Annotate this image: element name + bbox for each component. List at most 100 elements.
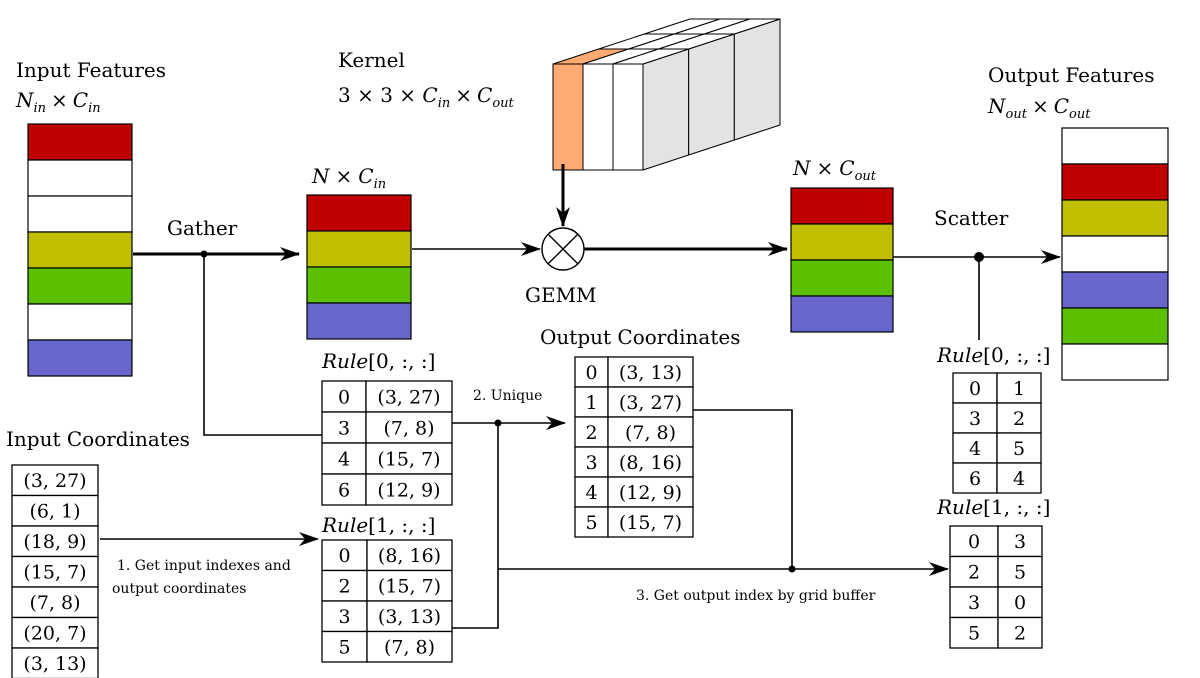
table-cell-text: 5 <box>968 623 980 645</box>
table-cell <box>607 506 694 538</box>
table-cell-text: (8, 16) <box>619 452 682 474</box>
feature-row-red <box>790 187 894 225</box>
feature-row-green <box>306 266 412 304</box>
table-cell-text: (15, 7) <box>23 562 86 584</box>
feature-row-blue <box>306 302 412 340</box>
gather-arrow <box>133 247 300 261</box>
table-cell <box>365 411 453 444</box>
gather-index-connector <box>203 254 322 436</box>
kernel-cube <box>552 18 781 171</box>
output-features-dims: Nout×Cout <box>987 94 1091 122</box>
table-cell <box>366 630 453 663</box>
kernel-front-face <box>582 63 614 171</box>
feature-row-olive <box>27 231 133 269</box>
table-cell <box>997 555 1043 588</box>
table-cell-text: 3 <box>969 408 981 430</box>
table-cell <box>11 525 99 558</box>
table-cell-text: 2 <box>1014 623 1026 645</box>
table-cell-text: 6 <box>338 479 350 501</box>
feature-row-blue <box>27 339 133 377</box>
gemm-operator <box>541 227 585 271</box>
output-features-title: Output Features <box>988 63 1155 87</box>
table-cell-text: 2 <box>968 562 980 584</box>
table-cell-text: 3 <box>585 452 597 474</box>
table-cell-text: (3, 27) <box>23 470 86 492</box>
gemm-label: GEMM <box>525 283 597 307</box>
feature-row-green <box>1061 307 1169 345</box>
table-cell <box>366 569 453 602</box>
table-cell <box>321 630 368 663</box>
table-cell <box>952 432 998 464</box>
table-cell-text: 1 <box>1013 378 1025 400</box>
feature-row-red <box>1061 163 1169 201</box>
table-cell-text: (15, 7) <box>378 576 441 598</box>
table-cell-text: (3, 13) <box>619 362 682 384</box>
input-features-matrix <box>27 123 133 377</box>
table-cell-text: 4 <box>585 482 597 504</box>
output-coordinates-table: 0(3, 13)1(3, 27)2(7, 8)3(8, 16)4(12, 9)5… <box>574 356 694 538</box>
computed-dims: N×Cout <box>792 156 877 184</box>
gathered-dims: N×Cin <box>311 164 386 192</box>
table-cell-text: 0 <box>338 386 350 408</box>
table-cell-text: (3, 27) <box>377 386 440 408</box>
table-cell-text: 5 <box>1014 562 1026 584</box>
table-cell <box>321 539 368 572</box>
table-cell <box>321 569 368 602</box>
table-cell <box>11 616 99 649</box>
unique-connector <box>452 416 949 629</box>
table-cell-text: 2 <box>585 422 597 444</box>
table-cell <box>996 372 1042 404</box>
table-cell-text: 4 <box>338 448 350 470</box>
table-cell <box>321 473 367 506</box>
table-cell-text: (3, 27) <box>619 392 682 414</box>
table-cell <box>996 462 1042 494</box>
table-cell-text: 0 <box>968 531 980 553</box>
feature-row-olive <box>790 223 894 261</box>
feature-row-olive <box>306 230 412 268</box>
computed-features-matrix <box>790 187 894 333</box>
table-cell <box>366 539 453 572</box>
kernel-side-face <box>688 33 735 156</box>
table-cell-text: (3, 13) <box>378 606 441 628</box>
rule1-right-label: Rule[1, :, :] <box>936 495 1050 519</box>
table-cell-text: (6, 1) <box>29 501 80 523</box>
input-coordinates-title: Input Coordinates <box>6 427 190 451</box>
table-cell <box>11 464 99 497</box>
feature-row-red <box>306 194 412 232</box>
table-cell-text: 5 <box>338 637 350 659</box>
step1-label-line1: 1. Get input indexes and <box>117 558 291 574</box>
table-cell <box>949 616 999 649</box>
gathered-features-matrix <box>306 194 412 340</box>
grid-buffer-connector <box>693 409 796 573</box>
table-cell <box>365 442 453 475</box>
rule0-left-table: 0(3, 27)3(7, 8)4(15, 7)6(12, 9) <box>321 380 453 506</box>
table-cell-text: (18, 9) <box>23 531 86 553</box>
table-cell-text: 3 <box>338 606 350 628</box>
table-cell-text: 0 <box>585 362 597 384</box>
feature-row-white <box>27 303 133 341</box>
rule1-left-table: 0(8, 16)2(15, 7)3(3, 13)5(7, 8) <box>321 539 453 663</box>
table-cell-text: 6 <box>969 468 981 490</box>
table-cell-text: (3, 13) <box>23 653 86 675</box>
feature-row-blue <box>790 295 894 333</box>
table-cell-text: (20, 7) <box>23 623 86 645</box>
table-cell-text: 3 <box>1014 531 1026 553</box>
table-cell-text: 1 <box>585 392 597 414</box>
feature-row-white <box>1061 127 1169 165</box>
table-cell-text: 5 <box>585 512 597 534</box>
table-cell <box>11 555 99 588</box>
table-cell-text: 2 <box>1013 408 1025 430</box>
gather-label: Gather <box>167 216 238 240</box>
table-cell <box>607 446 694 478</box>
step2-label: 2. Unique <box>473 388 542 404</box>
feature-row-white <box>27 159 133 197</box>
table-cell <box>996 402 1042 434</box>
output-coordinates-title: Output Coordinates <box>540 325 740 349</box>
table-cell-text: (15, 7) <box>377 448 440 470</box>
table-cell <box>952 462 998 494</box>
table-cell <box>949 555 999 588</box>
kernel-side-face <box>642 48 690 171</box>
scatter-label: Scatter <box>934 206 1009 230</box>
table-cell-text: (7, 8) <box>383 417 434 439</box>
table-cell <box>997 616 1043 649</box>
